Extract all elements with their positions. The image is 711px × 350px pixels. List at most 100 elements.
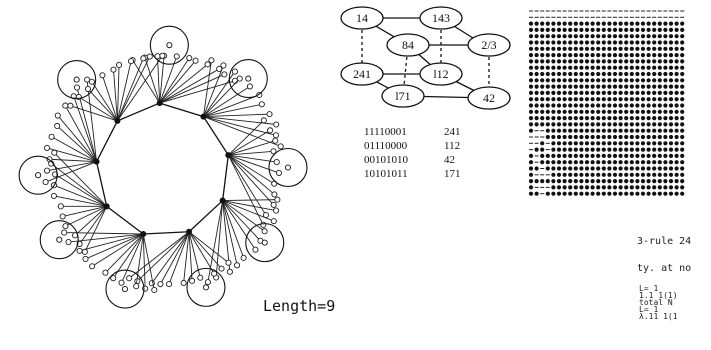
- ca-cell: [612, 116, 618, 121]
- ca-cell: [646, 53, 651, 58]
- ca-cell: [540, 116, 545, 121]
- ca-cell: [657, 160, 662, 165]
- ca-cell: [545, 34, 550, 39]
- tree-edge: [222, 200, 245, 259]
- ca-cell: [674, 46, 679, 51]
- ca-dash: [529, 16, 533, 18]
- ca-cell: [668, 34, 674, 39]
- ca-cell: [590, 191, 595, 196]
- leaf-node: [127, 58, 135, 65]
- ca-cell: [568, 34, 573, 39]
- ca-dash: [540, 136, 545, 138]
- ca-cell: [601, 34, 606, 39]
- ca-cell: [540, 71, 545, 77]
- ca-dash: [657, 10, 662, 12]
- leaf-node: [54, 122, 61, 130]
- ca-cell: [646, 185, 651, 190]
- ca-dash: [545, 16, 550, 18]
- ca-cell: [590, 166, 595, 171]
- ca-dash: [629, 16, 634, 18]
- table-row: 10101011 171: [364, 167, 484, 181]
- ca-dash: [646, 10, 651, 12]
- ca-cell: [640, 141, 646, 146]
- ca-cell: [652, 78, 657, 83]
- tree-edge: [70, 105, 118, 122]
- ca-cell: [545, 21, 550, 26]
- ca-cell: [584, 53, 590, 58]
- ca-dash: [545, 10, 550, 12]
- ca-cell: [629, 179, 634, 184]
- ca-cell: [573, 160, 578, 165]
- ca-cell: [590, 179, 595, 184]
- leaf-node: [140, 55, 147, 62]
- ca-cell: [640, 59, 646, 64]
- leaf-node: [57, 203, 64, 210]
- ca-cell: [680, 166, 685, 171]
- tree-edge: [105, 233, 144, 273]
- ca-cell: [680, 185, 685, 190]
- leaf-node: [260, 221, 267, 228]
- ca-cell: [624, 166, 629, 171]
- leaf-node: [186, 54, 193, 62]
- leaf-node: [173, 53, 180, 60]
- ca-cell: [607, 46, 612, 51]
- ca-cell: [540, 21, 545, 26]
- ca-cell: [534, 103, 539, 108]
- ca-cell: [629, 128, 634, 133]
- ca-cell: [607, 122, 612, 127]
- tree-edge: [188, 231, 193, 281]
- ca-cell: [562, 128, 567, 133]
- ca-cell: [612, 185, 618, 190]
- ca-cell: [640, 147, 646, 152]
- tree-edge: [159, 80, 236, 104]
- leaf-node: [151, 286, 158, 294]
- ca-cell: [596, 97, 601, 102]
- ca-cell: [680, 21, 685, 26]
- ca-cell: [607, 53, 612, 58]
- ca-cell: [607, 97, 612, 102]
- leaf-node: [226, 268, 233, 275]
- ca-cell: [680, 90, 685, 95]
- ca-cell: [646, 179, 651, 184]
- ca-cell: [545, 78, 550, 83]
- ca-cell: [556, 160, 562, 165]
- ca-cell: [629, 153, 634, 158]
- leaf-node: [118, 279, 125, 286]
- cube-node-ellipse: [340, 62, 384, 86]
- ca-cell: [657, 116, 662, 121]
- ca-cell: [612, 122, 618, 127]
- ca-cell: [562, 160, 567, 165]
- ca-cell: [674, 160, 679, 165]
- cube-node-ellipse: [340, 6, 384, 30]
- ca-cell: [624, 134, 629, 140]
- ca-cell: [618, 40, 623, 45]
- cube-node-label: l12: [433, 67, 448, 81]
- ca-cell: [551, 84, 556, 89]
- ca-cell: [607, 40, 612, 45]
- ca-cell: [607, 116, 612, 121]
- ca-dash: [629, 10, 634, 12]
- ca-cell: [668, 141, 674, 146]
- cycle-node: [140, 231, 147, 238]
- ca-cell: [562, 116, 567, 121]
- ca-cell: [624, 179, 629, 184]
- ca-cell: [657, 71, 662, 77]
- ca-cell: [545, 84, 550, 89]
- ca-cell: [680, 46, 685, 51]
- ca-cell: [579, 153, 584, 158]
- ca-cell: [584, 27, 590, 32]
- ca-cell: [668, 179, 674, 184]
- ca-cell: [545, 116, 550, 121]
- ca-dash: [585, 10, 589, 12]
- ca-cell: [657, 191, 662, 196]
- leaf-node: [110, 275, 117, 282]
- ca-cell: [568, 109, 573, 114]
- leaf-node: [43, 167, 51, 174]
- ca-cell: [629, 116, 634, 121]
- ca-cell: [668, 191, 674, 196]
- ca-cell: [551, 153, 556, 158]
- ca-cell: [596, 21, 601, 26]
- ca-cell: [624, 97, 629, 102]
- ca-dash: [534, 142, 539, 144]
- ca-cell: [562, 172, 567, 177]
